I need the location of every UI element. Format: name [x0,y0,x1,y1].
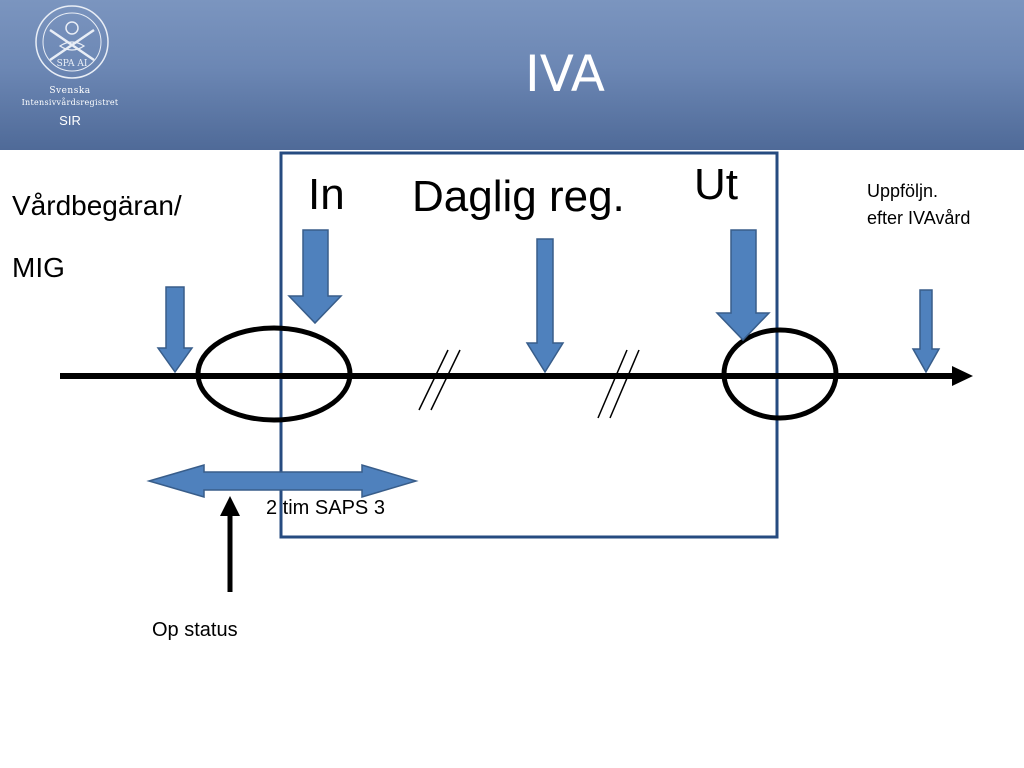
label-uppfoljning-line2: efter IVAvård [867,208,971,228]
title-bar: SPA AI Svenska Intensivvårdsregistret SI… [0,0,1024,150]
label-mig: MIG [12,252,65,283]
label-vardbegaran: Vårdbegäran/ [12,190,182,221]
sir-logo: SPA AI Svenska Intensivvårdsregistret SI… [0,0,140,135]
label-saps: 2 tim SAPS 3 [266,497,385,519]
logo-text-registret: Intensivvårdsregistret [21,98,119,107]
time-break-2 [597,349,640,419]
vardbegaran-arrow [156,286,194,374]
svg-text:SPA AI: SPA AI [57,59,88,69]
seal-icon: SPA AI [35,5,109,79]
logo-text-svenska: Svenska [49,86,91,96]
label-op-status: Op status [152,619,238,641]
page-title: IVA [525,45,605,103]
daglig-arrow [525,238,565,374]
op-status-pointer-head [220,496,240,516]
in-arrow [287,229,343,325]
label-daglig-reg: Daglig reg. [412,172,625,221]
iva-stay-box [279,151,779,539]
admission-ellipse [195,325,353,423]
logo-text-sir: SIR [59,113,81,128]
label-ut: Ut [694,160,738,209]
label-uppfoljning-line1: Uppföljn. [867,181,939,201]
discharge-ellipse [721,327,839,421]
label-in: In [308,170,345,219]
timeline-arrowhead [952,366,973,386]
time-break-1 [418,349,461,411]
ut-arrow [715,229,771,342]
uppfoljning-arrow [911,289,941,374]
saps-interval-arrow [146,463,419,499]
